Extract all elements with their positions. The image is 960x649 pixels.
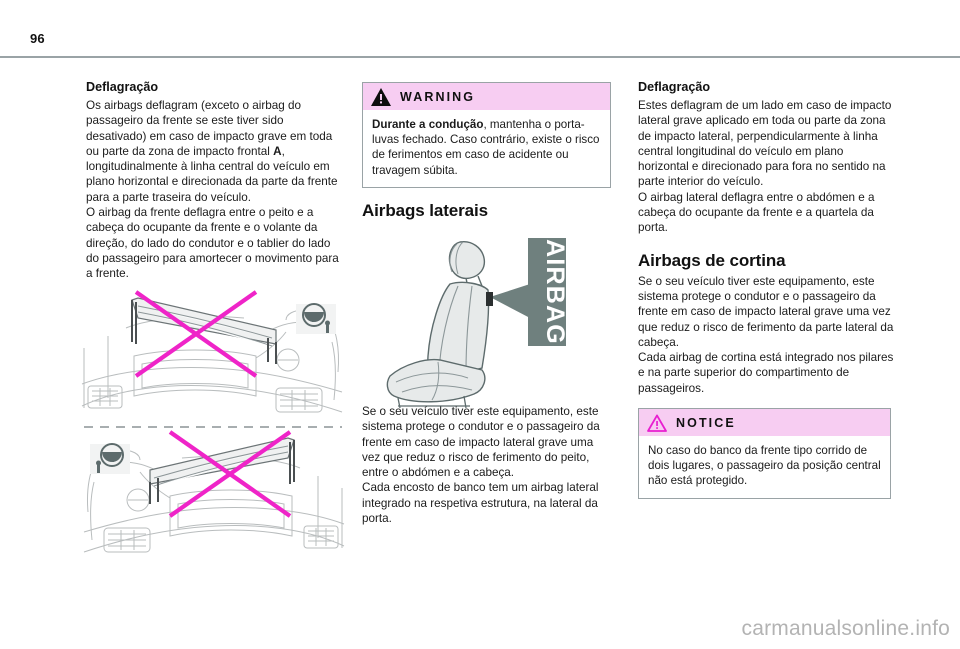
- left-paragraph-1-part-b: , longitudinalmente à linha central do v…: [86, 144, 338, 204]
- warning-body-rest: , mantenha o porta-luvas fechado. Caso c…: [372, 118, 600, 177]
- notice-triangle-outline-icon: [647, 414, 667, 432]
- site-watermark: carmanualsonline.info: [741, 617, 950, 640]
- svg-text:AIRBAG: AIRBAG: [541, 239, 569, 345]
- figure-dashboard-glovebox-rhd: [80, 428, 346, 573]
- right-chapter-heading: Airbags de cortina: [638, 250, 786, 270]
- warning-callout-header: WARNING: [363, 83, 610, 110]
- figure-separator-dashed: [84, 426, 342, 428]
- notice-callout-label: NOTICE: [676, 416, 736, 430]
- right-chapter-paragraph-2: Cada airbag de cortina está integrado no…: [638, 351, 894, 395]
- warning-triangle-filled-icon: [371, 88, 391, 106]
- middle-column: Airbags laterais: [362, 200, 620, 224]
- header-divider-rule: [0, 56, 960, 58]
- middle-column-text: Se o seu veículo tiver este equipamento,…: [362, 404, 612, 526]
- figure-seat-side-airbag: AIRBAG: [378, 232, 604, 415]
- middle-paragraph-1: Se o seu veículo tiver este equipamento,…: [362, 405, 600, 480]
- side-airbag-module-marker: [486, 292, 493, 306]
- prohibition-cross: [168, 430, 292, 518]
- steering-wheel-icon: [296, 303, 336, 334]
- right-column: Deflagração Estes deflagram de um lado e…: [638, 80, 894, 396]
- airbag-tag: AIRBAG: [490, 238, 569, 346]
- warning-lead-bold: Durante a condução: [372, 118, 484, 131]
- notice-callout-header: NOTICE: [639, 409, 890, 436]
- prohibition-cross: [134, 290, 258, 378]
- left-paragraph-1-part-a: Os airbags deflagram (exceto o airbag do…: [86, 99, 333, 158]
- right-paragraph-2: O airbag lateral deflagra entre o abdóme…: [638, 190, 875, 235]
- notice-callout-body: No caso do banco da frente tipo corrido …: [648, 444, 881, 488]
- right-paragraph-1: Estes deflagram de um lado em caso de im…: [638, 99, 892, 189]
- left-section-heading: Deflagração: [86, 80, 159, 94]
- middle-chapter-heading: Airbags laterais: [362, 201, 488, 220]
- right-chapter-paragraph-1: Se o seu veículo tiver este equipamento,…: [638, 274, 894, 349]
- warning-callout: WARNING Durante a condução, mantenha o p…: [362, 82, 611, 188]
- impact-zone-marker: A: [273, 144, 282, 158]
- right-section-heading: Deflagração: [638, 80, 711, 94]
- left-paragraph-1: Os airbags deflagram (exceto o airbag do…: [86, 98, 344, 205]
- warning-callout-body: Durante a condução, mantenha o porta-luv…: [363, 110, 610, 187]
- left-column: Deflagração Os airbags deflagram (exceto…: [86, 80, 344, 282]
- figure-dashboard-glovebox-lhd: [80, 288, 346, 433]
- steering-wheel-icon: [90, 443, 130, 474]
- middle-paragraph-2: Cada encosto de banco tem um airbag late…: [362, 481, 599, 526]
- left-paragraph-2: O airbag da frente deflagra entre o peit…: [86, 206, 339, 281]
- warning-callout-label: WARNING: [400, 90, 476, 104]
- page-number: 96: [30, 31, 45, 46]
- notice-callout: NOTICE No caso do banco da frente tipo c…: [638, 408, 891, 499]
